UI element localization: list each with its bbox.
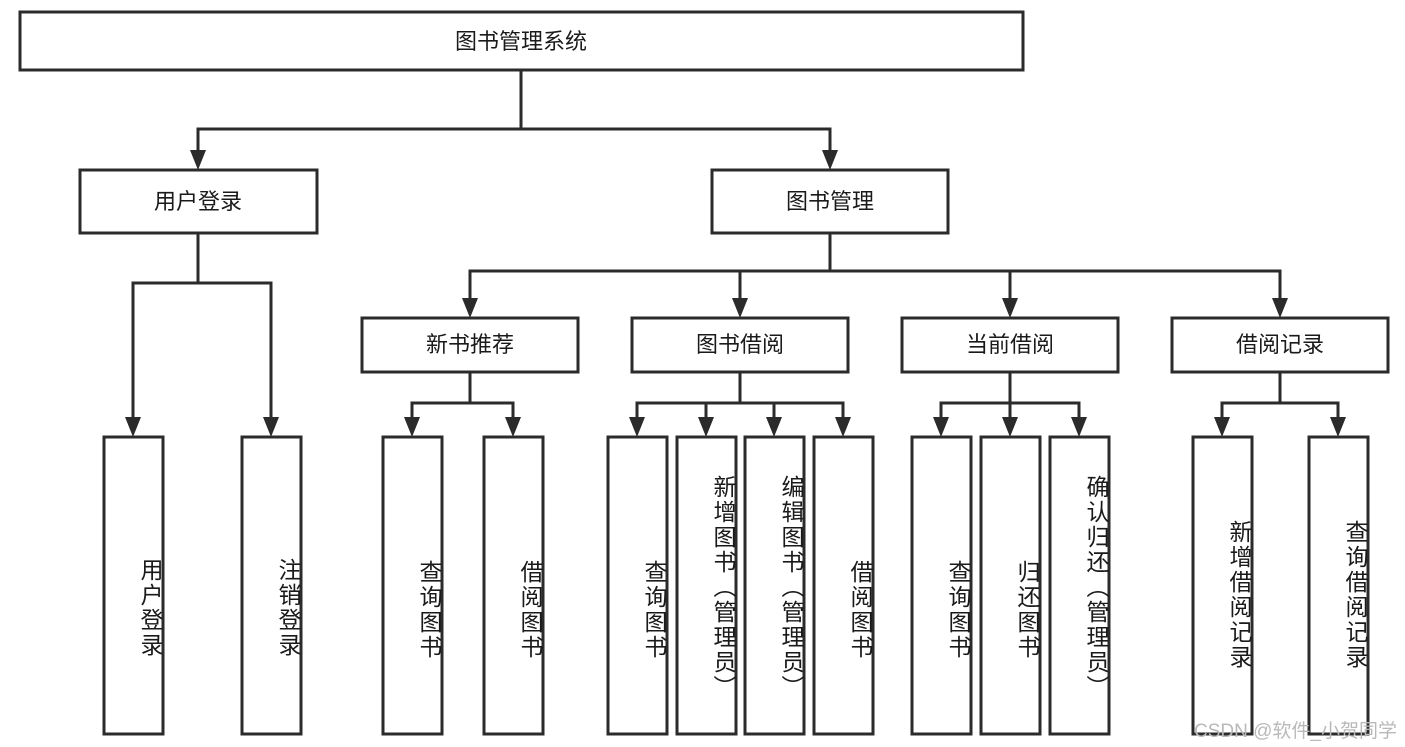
arrow-new-rec-to-l2 (505, 417, 521, 437)
arrow-record-to-l1 (1214, 417, 1230, 437)
leaf-return-book-box[interactable] (979, 435, 1042, 736)
arrow-new-rec-to-l1 (404, 417, 420, 437)
node-new-book-recommend-label: 新书推荐 (426, 332, 514, 357)
node-user-login-box[interactable] (78, 168, 319, 235)
arrow-borrow-to-l3 (766, 417, 782, 437)
node-root[interactable]: 图书管理系统 (18, 10, 1025, 72)
node-borrow-record-label: 借阅记录 (1236, 332, 1324, 357)
node-new-book-recommend[interactable]: 新书推荐 (360, 316, 580, 374)
arrow-user-login-to-l1 (125, 417, 141, 437)
node-current-borrow-label: 当前借阅 (966, 332, 1054, 357)
arrow-borrow-to-l4 (835, 417, 851, 437)
node-book-borrow-box[interactable] (630, 316, 850, 374)
arrow-book-mgmt-to-borrow (732, 298, 748, 318)
leaf-query-book-3-box[interactable] (910, 435, 973, 736)
arrow-root-to-user-login (190, 150, 206, 170)
node-root-label: 图书管理系统 (455, 29, 587, 54)
arrow-root-to-book-mgmt (822, 150, 838, 170)
connector-layer (125, 68, 1346, 437)
leaf-user-login-box[interactable] (102, 435, 165, 736)
arrow-borrow-to-l1 (629, 417, 645, 437)
node-book-borrow-label: 图书借阅 (696, 332, 784, 357)
arrow-borrow-to-l2 (698, 417, 714, 437)
leaf-logout-box[interactable] (240, 435, 303, 736)
leaf-borrow-book-2-box[interactable] (812, 435, 875, 736)
leaf-add-record-box[interactable] (1191, 435, 1254, 736)
node-book-management-label: 图书管理 (786, 189, 874, 214)
leaf-confirm-return-box[interactable] (1048, 435, 1111, 736)
node-borrow-record[interactable]: 借阅记录 (1170, 316, 1390, 374)
node-book-management-box[interactable] (710, 168, 950, 235)
node-current-borrow[interactable]: 当前借阅 (900, 316, 1120, 374)
node-root-box[interactable] (18, 10, 1025, 72)
node-new-book-recommend-box[interactable] (360, 316, 580, 374)
node-current-borrow-box[interactable] (900, 316, 1120, 374)
arrow-user-login-to-l2 (263, 417, 279, 437)
arrow-book-mgmt-to-new-rec (462, 298, 478, 318)
arrow-book-mgmt-to-record (1272, 298, 1288, 318)
leaf-query-book-2-box[interactable] (606, 435, 669, 736)
node-borrow-record-box[interactable] (1170, 316, 1390, 374)
node-layer: 图书管理系统 用户登录 图书管理 新书推荐 图书借阅 (18, 10, 1390, 736)
leaf-borrow-book-1-box[interactable] (482, 435, 545, 736)
leaf-add-book-box[interactable] (675, 435, 738, 736)
arrow-book-mgmt-to-current (1002, 298, 1018, 318)
leaf-edit-book-box[interactable] (743, 435, 806, 736)
node-book-management[interactable]: 图书管理 (710, 168, 950, 235)
arrow-current-to-l2 (1002, 417, 1018, 437)
node-book-borrow[interactable]: 图书借阅 (630, 316, 850, 374)
node-user-login-label: 用户登录 (154, 189, 242, 214)
leaf-query-book-1-box[interactable] (381, 435, 444, 736)
arrow-record-to-l2 (1330, 417, 1346, 437)
arrow-current-to-l3 (1071, 417, 1087, 437)
leaf-query-record-box[interactable] (1307, 435, 1370, 736)
arrow-current-to-l1 (933, 417, 949, 437)
node-user-login[interactable]: 用户登录 (78, 168, 319, 235)
